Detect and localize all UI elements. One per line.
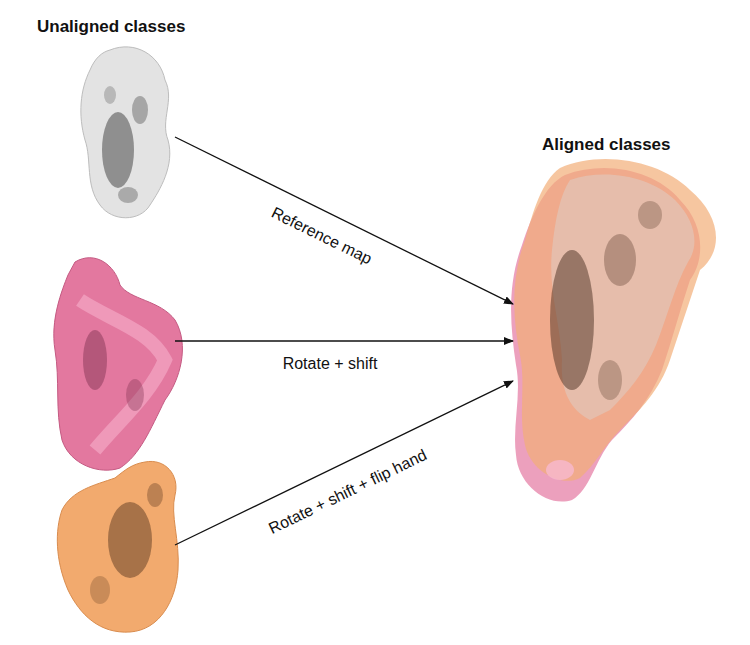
column-heading: Aligned classes [542, 135, 671, 155]
arrow-label: Rotate + shift + flip hand [266, 445, 430, 538]
reference-density-map [81, 47, 170, 218]
orange-density-map [57, 461, 178, 632]
arrow-label: Rotate + shift [283, 354, 378, 373]
arrow-label: Reference map [269, 203, 376, 269]
column-heading: Unaligned classes [37, 17, 185, 37]
arrow-line [175, 137, 513, 304]
arrow-line [175, 340, 513, 341]
aligned-density-maps [511, 159, 716, 502]
pink-density-map [54, 258, 183, 470]
arrow-line [175, 381, 513, 545]
